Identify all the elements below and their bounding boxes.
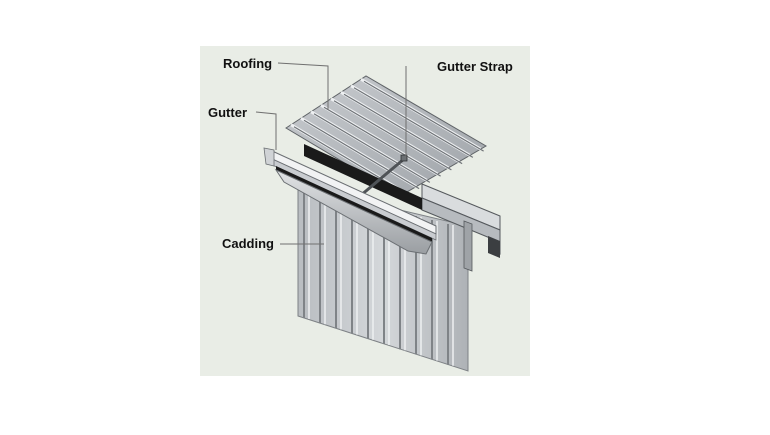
roofing-rib-shadow — [363, 80, 484, 152]
label-cladding: Cadding — [222, 236, 274, 251]
roofing-rib-shadow — [323, 106, 441, 177]
roofing-rib-shadow — [353, 87, 474, 158]
gutter-channel — [263, 147, 437, 255]
roofing-rib-shadow — [303, 119, 420, 190]
diagram-panel: Roofing Gutter Strap Gutter Cadding — [200, 46, 530, 376]
label-gutter: Gutter — [208, 105, 247, 120]
roofing-sheet — [285, 75, 487, 210]
roofing-rib-shadow — [343, 93, 463, 165]
label-roofing: Roofing — [223, 56, 273, 71]
leader-lines — [255, 62, 407, 245]
roofing-ribs — [290, 77, 484, 196]
roofing-rib-shadow — [313, 113, 431, 183]
label-gutter-strap: Gutter Strap — [437, 59, 513, 74]
roof-gutter-illustration — [263, 75, 501, 372]
roofing-rib-shadow — [333, 100, 452, 171]
